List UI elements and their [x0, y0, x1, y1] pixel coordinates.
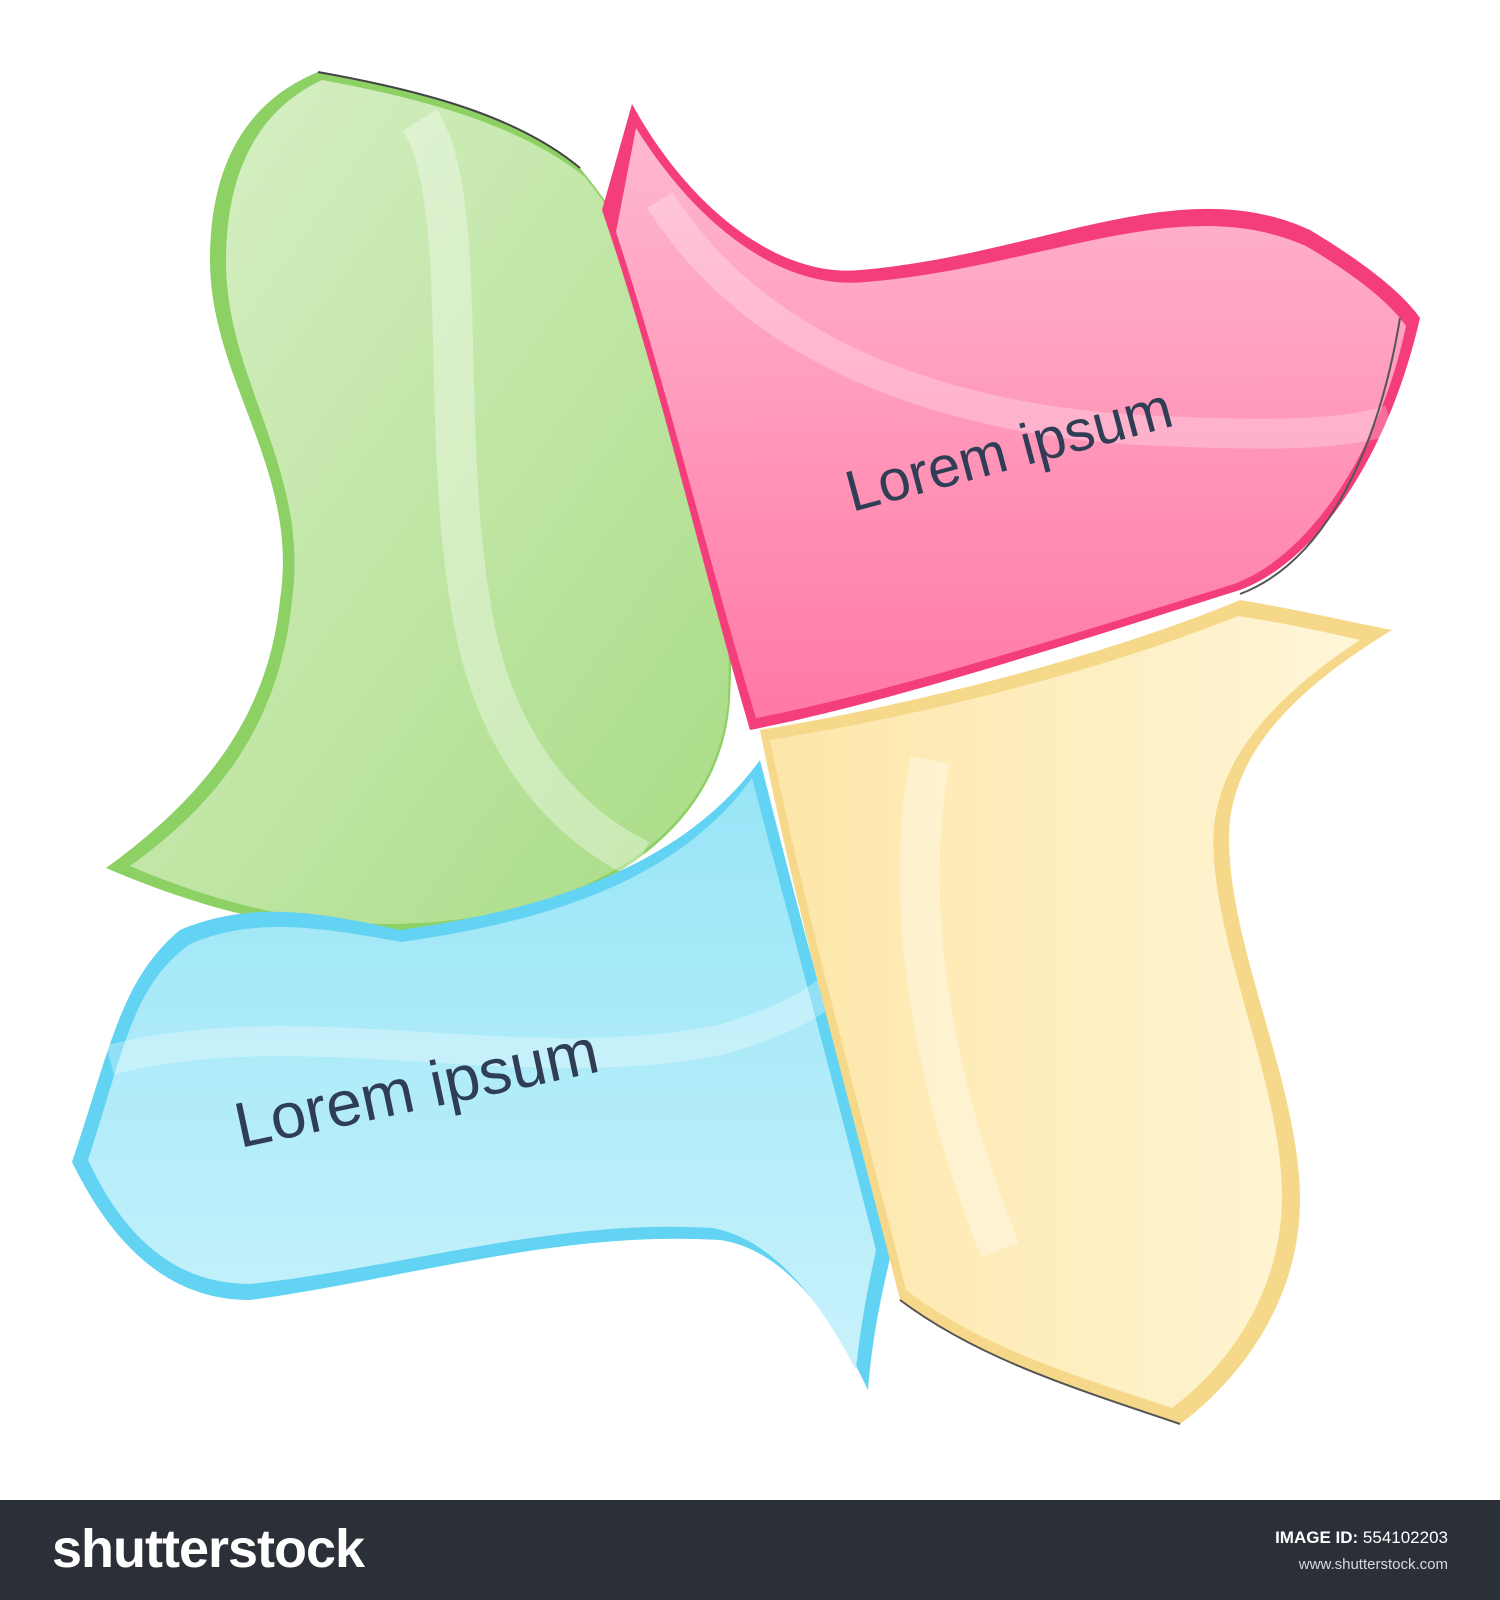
green-panel-face — [130, 80, 729, 924]
yellow-panel — [760, 600, 1392, 1425]
pink-panel-sheen — [647, 192, 1395, 449]
blue-panel: Lorem ipsum — [72, 760, 892, 1390]
illustration: Lorem ipsum Lorem ipsum — [72, 71, 1420, 1425]
yellow-panel-outline — [899, 1299, 1181, 1425]
yellow-panel-sheen — [899, 756, 1019, 1258]
site-url: www.shutterstock.com — [1298, 1556, 1448, 1573]
pink-panel-face — [616, 128, 1406, 718]
yellow-panel-face — [770, 616, 1360, 1408]
image-id-label: IMAGE ID: — [1275, 1528, 1359, 1547]
green-panel-sheen — [402, 109, 650, 878]
blue-panel-sheen — [106, 969, 851, 1075]
image-id: IMAGE ID: 554102203 — [1275, 1528, 1448, 1548]
image-id-value: 554102203 — [1362, 1528, 1448, 1547]
footer-bar: shutterstock IMAGE ID: 554102203 www.shu… — [0, 1500, 1500, 1600]
infographic-svg: Lorem ipsum Lorem ipsum — [72, 71, 1420, 1425]
blue-panel-face — [88, 778, 876, 1370]
green-panel — [106, 71, 732, 932]
pink-panel: Lorem ipsum — [602, 104, 1420, 730]
green-panel-outline — [317, 71, 581, 169]
brand-logo: shutterstock — [52, 1519, 365, 1579]
pink-panel-outline — [1239, 317, 1401, 595]
